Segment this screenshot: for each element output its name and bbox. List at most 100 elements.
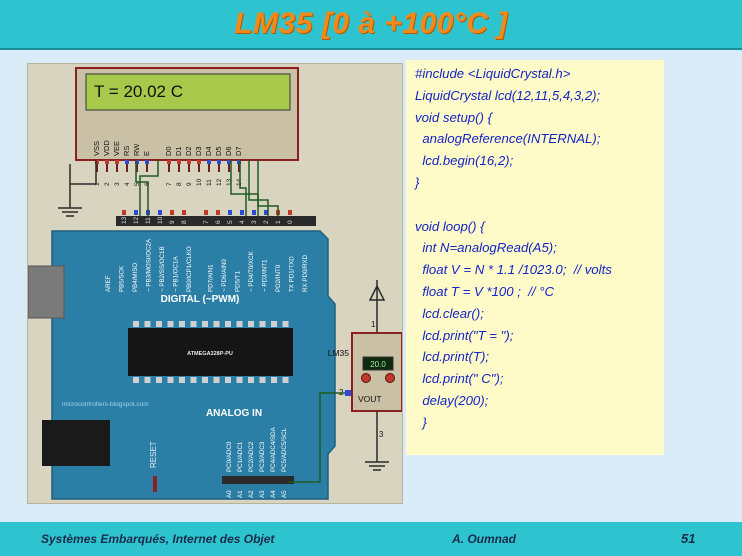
chip-pin-bottom (236, 377, 243, 383)
chip-pin-top (133, 321, 139, 327)
lcd-pin-number: 4 (124, 182, 131, 186)
code-line: analogReference(INTERNAL); (415, 131, 601, 147)
lcd-pin-label: VDD (102, 140, 111, 156)
chip-pin-top (190, 321, 197, 327)
lcd-pin-marker (135, 160, 139, 164)
lcd-pin-marker (125, 160, 129, 164)
chip-pin-bottom (190, 377, 197, 383)
chip-pin-top (282, 321, 289, 327)
lcd-pin-label: D6 (224, 146, 233, 156)
board-pin-marker (288, 210, 292, 215)
lcd-pin-lead (178, 160, 180, 172)
sensor-reading: 20.0 (370, 360, 386, 369)
analog-in-label: ANALOG IN (206, 408, 262, 419)
board-pin-marker (182, 210, 186, 215)
lcd-pin-number: 12 (216, 178, 223, 186)
board-pin-marker (216, 210, 220, 215)
lcd-pin-number: 8 (176, 182, 183, 186)
analog-pin-name: A4 (270, 490, 277, 498)
analog-pin-label: PC3/ADC3 (259, 441, 266, 472)
code-line: void setup() { (415, 109, 492, 125)
analog-header (222, 476, 294, 484)
lcd-pin-marker (197, 160, 201, 164)
board-pin-label: PB0/ICP1/CLKO (186, 246, 193, 292)
board-pin-marker (264, 210, 268, 215)
analog-pin-label: PC1/ADC1 (237, 441, 244, 472)
chip-pin-top (144, 321, 151, 327)
lcd-text: T = 20.02 C (94, 82, 183, 101)
lcd-pin-lead (228, 160, 230, 172)
chip-pin-bottom (179, 377, 185, 383)
lcd-pin-label: D4 (204, 146, 213, 156)
lcd-pin-label: RS (122, 146, 131, 156)
lcd-pin-lead (168, 160, 170, 172)
chip-pins (133, 321, 289, 383)
lcd-pin-label: D5 (214, 146, 223, 156)
a5-wire (288, 392, 345, 483)
chip-pin-bottom (282, 377, 289, 383)
chip-pin-bottom (225, 377, 231, 383)
chip-pin-top (236, 321, 243, 327)
lcd-ground-symbol (58, 164, 82, 217)
code-line: lcd.begin(16,2); (415, 153, 514, 169)
chip-pin-top (259, 321, 266, 327)
lcd-pin-number: 7 (166, 182, 173, 186)
board-pin-number: 1 (275, 220, 282, 224)
reset-label: RESET (149, 441, 158, 468)
analog-pin-name: A5 (281, 490, 288, 498)
lcd-pin-label: D7 (234, 146, 243, 156)
chip-pin-top (248, 321, 254, 327)
digital-label: DIGITAL (~PWM) (161, 294, 240, 305)
lcd-pin-number: 13 (226, 178, 233, 186)
digital-header (116, 216, 316, 226)
code-line: lcd.print("T = "); (415, 327, 514, 343)
board-pin-number: 0 (287, 220, 294, 224)
footer-band: Systèmes Embarqués, Internet des Objet A… (0, 522, 742, 556)
lcd-pin-number: 3 (114, 182, 121, 186)
usb-connector (27, 265, 65, 319)
sensor-up-button (385, 373, 395, 383)
board-pin-number: 2 (263, 220, 270, 224)
code-line: lcd.print(" C"); (415, 371, 504, 387)
schematic-drawing: T = 20.02 C VSS1VDD2VEE3RS4RW5E6D07D18D2… (27, 67, 403, 500)
title-band: LM35 [0 à +100°C ] (0, 0, 742, 50)
lcd-pin-number: 11 (206, 179, 213, 186)
lcd-pin-number: 2 (104, 182, 111, 186)
lcd-pin-marker (217, 160, 221, 164)
d5-wire (239, 160, 247, 216)
code-line: delay(200); (415, 393, 489, 408)
board-pin-label: ~ PB2/SS/OC1B (159, 246, 166, 292)
chip-pin-top (156, 321, 162, 327)
lcd-pin-label: D1 (174, 146, 183, 156)
lcd-pin-marker (187, 160, 191, 164)
lcd-pin-lead (218, 160, 220, 172)
chip-label: ATMEGA328P-PU (187, 351, 233, 357)
board-pin-marker (252, 210, 256, 215)
atmega-chip (128, 328, 293, 376)
board-pin-number: 10 (157, 216, 164, 224)
code-line: float V = N * 1.1 /1023.0; // volts (415, 262, 612, 278)
lcd-pin-label: D0 (164, 146, 173, 156)
chip-pin-bottom (213, 377, 220, 383)
chip-pin-bottom (259, 377, 266, 383)
chip-pin-top (179, 321, 185, 327)
board-pin-label: ~ PD3/INT1 (262, 259, 269, 292)
board-pin-label: ~ PB1/OC1A (173, 256, 180, 292)
lcd-pin-marker (115, 160, 119, 164)
board-pin-marker (204, 210, 208, 215)
lcd-pin-lead (238, 160, 240, 172)
lcd-pin-marker (105, 160, 109, 164)
board-pin-marker (170, 210, 174, 215)
lcd-pin-marker (95, 160, 99, 164)
board-pin-label: PB5/SCK (119, 265, 126, 292)
lcd-pin-marker (167, 160, 171, 164)
chip-pin-bottom (133, 377, 139, 383)
analog-pin-label: PC2/ADC2 (248, 441, 255, 472)
sensor-pin-3: 3 (379, 430, 384, 439)
board-pin-marker (240, 210, 244, 215)
lcd-pin-label: D3 (194, 146, 203, 156)
